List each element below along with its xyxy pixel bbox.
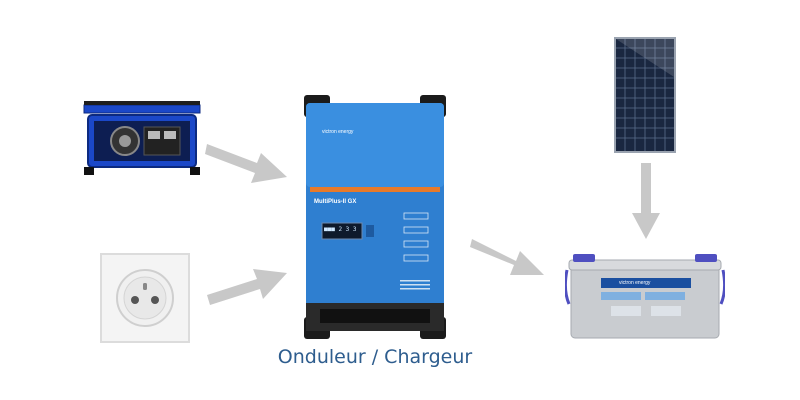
inverter-charger-icon: victron energy MultiPlus-II GX ■■■ 2 3 3 [300, 95, 450, 340]
battery-icon: victron energy [563, 252, 727, 340]
solar-panel-icon [614, 37, 676, 153]
caption: Onduleur / Chargeur [277, 346, 473, 368]
arrow-generator-to-inverter [205, 130, 290, 190]
inverter-brand-label: victron energy [322, 129, 354, 135]
inverter-display-readout: ■■■ 2 3 3 [324, 226, 357, 233]
generator-icon [80, 95, 205, 180]
arrow-socket-to-inverter [205, 265, 290, 310]
wall-socket-icon [100, 253, 190, 343]
arrow-solar-to-battery [630, 163, 662, 241]
battery-brand-label: victron energy [619, 280, 651, 286]
arrow-inverter-to-battery [470, 225, 550, 280]
inverter-model-label: MultiPlus-II GX [314, 199, 357, 205]
